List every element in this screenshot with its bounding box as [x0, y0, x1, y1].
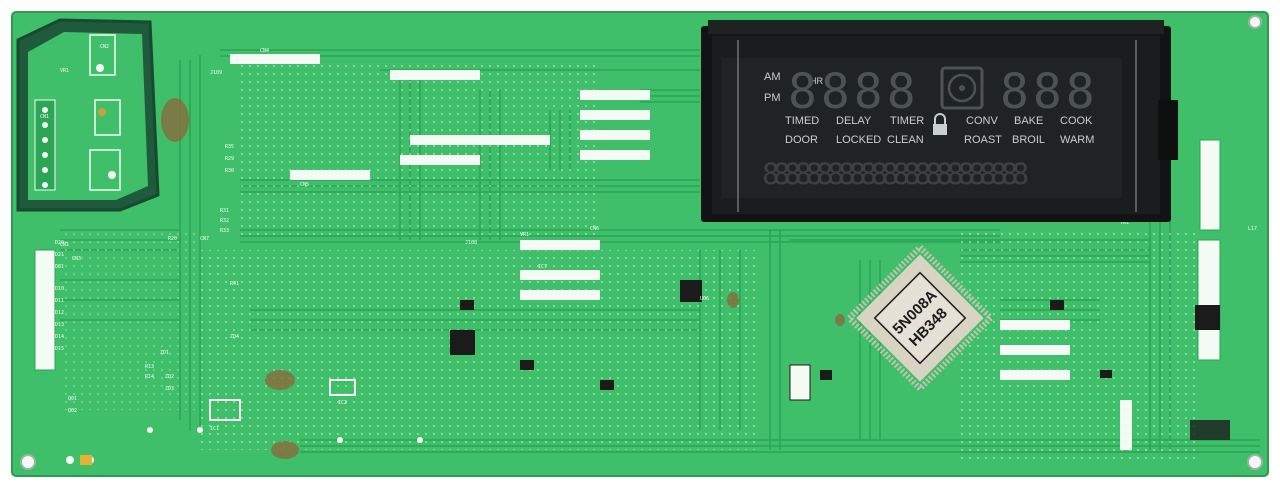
indicator-timed: TIMED [785, 115, 819, 127]
svg-text:D10: D10 [55, 286, 64, 292]
svg-text:CN7: CN7 [200, 236, 209, 242]
svg-text:CN5: CN5 [300, 182, 309, 188]
main-microcontroller: 5N008A HB348 [845, 243, 995, 393]
indicator-conv: CONV [966, 115, 998, 127]
indicator-bake: BAKE [1014, 115, 1043, 127]
svg-text:ZD4: ZD4 [230, 334, 239, 340]
svg-text:D11: D11 [55, 298, 64, 304]
indicator-delay: DELAY [836, 115, 872, 127]
svg-text:ZD1: ZD1 [160, 350, 169, 356]
svg-text:CN6: CN6 [590, 226, 599, 232]
svg-text:R30: R30 [225, 168, 234, 174]
svg-text:R29: R29 [225, 156, 234, 162]
vfd-display: AM PM HR 8888 888 TIMED DELAY TIMER CONV… [701, 20, 1178, 222]
text-digits-row: 888888888888888888888888 [762, 157, 1028, 191]
svg-text:IC1: IC1 [210, 426, 219, 432]
indicator-door: DOOR [785, 134, 818, 146]
svg-text:J108: J108 [465, 240, 477, 246]
svg-text:ZD2: ZD2 [165, 374, 174, 380]
indicator-timer: TIMER [890, 115, 924, 127]
svg-text:IC7: IC7 [538, 264, 547, 270]
svg-text:D15: D15 [55, 346, 64, 352]
fan-icon [940, 66, 984, 110]
clock-digits: 8888 [788, 64, 920, 120]
indicator-clean: CLEAN [887, 134, 924, 146]
svg-text:VR1: VR1 [60, 68, 69, 74]
corrosion-spots [161, 98, 845, 459]
indicator-warm: WARM [1060, 134, 1094, 146]
svg-text:R41: R41 [230, 281, 239, 287]
svg-text:D21: D21 [55, 252, 64, 258]
right-digits: 888 [1000, 64, 1099, 120]
svg-text:J109: J109 [210, 70, 222, 76]
svg-text:CN3: CN3 [72, 256, 81, 262]
svg-text:TR1: TR1 [1120, 220, 1129, 226]
indicator-locked: LOCKED [836, 134, 881, 146]
indicator-cook: COOK [1060, 115, 1093, 127]
svg-text:D20: D20 [55, 240, 64, 246]
svg-text:Q01: Q01 [68, 396, 77, 402]
svg-text:D12: D12 [55, 310, 64, 316]
svg-text:L17: L17 [1248, 226, 1257, 232]
svg-text:D13: D13 [55, 322, 64, 328]
svg-text:R31: R31 [220, 208, 229, 214]
lock-icon [933, 113, 947, 135]
smd-components [60, 60, 1230, 465]
svg-text:CN1: CN1 [60, 242, 69, 248]
svg-text:CN4: CN4 [260, 48, 269, 54]
svg-text:CN2: CN2 [100, 44, 109, 50]
svg-text:R32: R32 [220, 218, 229, 224]
svg-text:R20: R20 [168, 236, 177, 242]
svg-text:U06: U06 [700, 296, 709, 302]
svg-text:R35: R35 [225, 144, 234, 150]
silkscreen-labels: CN1 CN4 CN5 CN6 CN3 IC1 IC2 IC7 U06 R20 … [55, 48, 1257, 432]
indicator-broil: BROIL [1012, 134, 1045, 146]
am-indicator: AM [764, 71, 781, 83]
svg-text:R14: R14 [145, 374, 154, 380]
svg-text:VR1: VR1 [520, 232, 529, 238]
svg-text:R13: R13 [145, 364, 154, 370]
pm-indicator: PM [764, 92, 781, 104]
svg-text:IC2: IC2 [338, 400, 347, 406]
indicator-roast: ROAST [964, 134, 1002, 146]
hr-indicator: HR [810, 76, 823, 86]
svg-text:R33: R33 [220, 228, 229, 234]
svg-text:D81: D81 [55, 264, 64, 270]
svg-text:Q02: Q02 [68, 408, 77, 414]
svg-text:CN1: CN1 [40, 114, 49, 120]
svg-text:ZD3: ZD3 [165, 386, 174, 392]
svg-text:D14: D14 [55, 334, 64, 340]
